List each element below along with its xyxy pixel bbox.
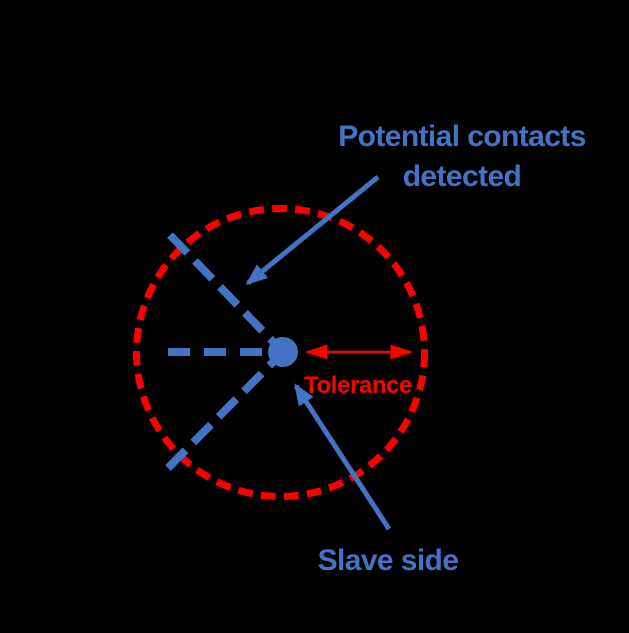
contact-ray-lower-left	[165, 352, 283, 471]
contact-ray-upper-left	[167, 232, 283, 352]
potential-contacts-arrow	[245, 175, 380, 286]
slave-node-dot	[268, 337, 298, 367]
tolerance-label: Tolerance	[304, 372, 412, 399]
potential-contacts-label-line1: Potential contacts	[338, 120, 586, 153]
slave-side-label: Slave side	[318, 544, 459, 577]
tolerance-circle	[133, 205, 428, 500]
potential-contacts-label-line2: detected	[403, 160, 522, 193]
slave-side-arrow	[293, 383, 392, 531]
